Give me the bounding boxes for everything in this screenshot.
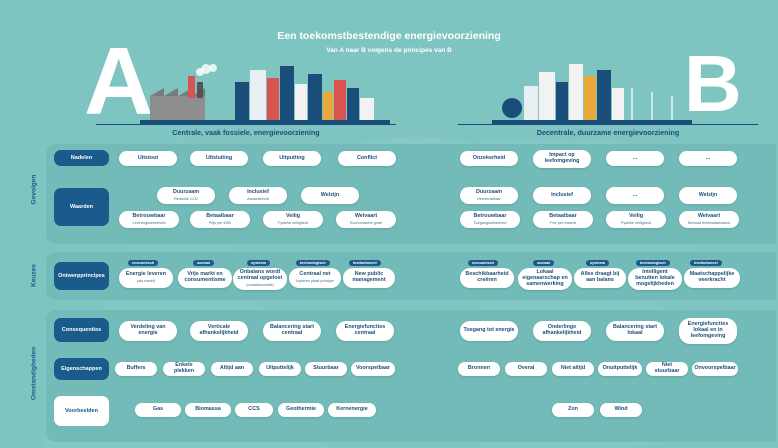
- letter-a: A: [84, 28, 154, 135]
- right-eigenschap: Onuitputtelijk: [598, 362, 642, 376]
- right-waarde: Welzijn: [679, 187, 737, 204]
- left-principe: New public management: [343, 268, 395, 288]
- right-waarde: Inclusief: [533, 187, 591, 204]
- right-consequentie: Onderlinge afhankelijkheid: [533, 321, 591, 341]
- right-consequentie: Energiefuncties lokaal en in leefomgevin…: [679, 318, 737, 344]
- right-heading: Decentrale, duurzame energievoorziening: [536, 128, 680, 137]
- left-voorbeeld: Biomassa: [185, 403, 231, 417]
- left-eigenschap: Enkele plekken: [163, 362, 205, 376]
- group-label-omstandigheden: Omstandigheden: [30, 346, 38, 401]
- tag-economisch: economisch: [128, 260, 159, 266]
- left-nadeel: Uitputting: [263, 151, 321, 166]
- tag-institutioneel: institutioneel: [349, 260, 381, 266]
- left-eigenschap: Voorspelbaar: [351, 362, 395, 376]
- right-nadeel: Onzekerheid: [460, 151, 518, 166]
- sustainable-city-illustration: [492, 64, 692, 124]
- right-eigenschap: Niet altijd: [552, 362, 594, 376]
- left-principe: Energie leveren(als markt): [119, 268, 173, 288]
- divider-right: [458, 124, 758, 125]
- right-consequentie: Toegang tot energie: [460, 321, 518, 341]
- tag-sociaal: sociaal: [193, 260, 214, 266]
- row-label-eigenschappen: Eigenschappen: [54, 358, 109, 380]
- left-consequentie: Verdeling van energie: [119, 321, 177, 341]
- right-eigenschap: Niet stuurbaar: [646, 362, 688, 376]
- left-eigenschap: Uitputtelijk: [259, 362, 301, 376]
- left-voorbeeld: Geothermie: [278, 403, 324, 417]
- page-title: Een toekomstbestendige energievoorzienin…: [277, 30, 501, 42]
- row-label-consequenties: Consequenties: [54, 318, 109, 342]
- tag-technologisch: technologisch: [636, 260, 670, 266]
- right-eigenschap: Overal: [505, 362, 547, 376]
- left-nadeel: Uitsluiting: [190, 151, 248, 166]
- right-principe: Maatschappelijke veerkracht: [684, 268, 740, 288]
- left-waarde: Welzijn: [301, 187, 359, 204]
- left-consequentie: Energiefuncties centraal: [336, 321, 394, 341]
- left-eigenschap: Stuurbaar: [305, 362, 347, 376]
- row-label-ontwerpprincipes: Ontwerpprincipes: [54, 262, 109, 290]
- right-principe: Intelligent benutten lokale mogelijkhede…: [628, 268, 682, 290]
- left-nadeel: Conflict: [338, 151, 396, 166]
- right-waarde: ...: [606, 187, 664, 204]
- right-eigenschap: Bronnen: [458, 362, 500, 376]
- tag-systeem: systeem: [586, 260, 610, 266]
- left-principe: Vrije markt en consumentisme: [178, 268, 232, 288]
- right-consequentie: Balancering start lokaal: [606, 321, 664, 341]
- right-principe: Beschikbaarheid creëren: [460, 268, 514, 288]
- left-voorbeeld: Gas: [135, 403, 181, 417]
- left-eigenschap: Altijd aan: [211, 362, 253, 376]
- right-nadeel: ...: [679, 151, 737, 166]
- right-voorbeeld: Zon: [552, 403, 594, 417]
- left-consequentie: Verticale afhankelijkheid: [190, 321, 248, 341]
- left-principe: Onbalans wordt centraal opgelost(onbalan…: [233, 268, 287, 290]
- tag-economisch: economisch: [468, 260, 499, 266]
- right-nadeel: Impact op leefomgeving: [533, 150, 591, 168]
- left-voorbeeld: Kernenergie: [328, 403, 376, 417]
- right-principe: Alles draagt bij aan balans: [574, 268, 626, 288]
- tag-institutioneel: institutioneel: [690, 260, 722, 266]
- group-label-keuzes: Keuzes: [30, 264, 38, 287]
- right-principe: Lokaal eigenaarschap en samenwerking: [518, 268, 572, 290]
- page-subtitle: Van A naar B volgens de principes van B: [326, 47, 452, 54]
- right-nadeel: ...: [606, 151, 664, 166]
- group-label-gevolgen: Gevolgen: [30, 174, 38, 205]
- right-voorbeeld: Wind: [600, 403, 642, 417]
- left-eigenschap: Buffers: [115, 362, 157, 376]
- left-consequentie: Balancering start centraal: [263, 321, 321, 341]
- right-eigenschap: Onvoorspelbaar: [692, 362, 738, 376]
- tag-technologisch: technologisch: [296, 260, 330, 266]
- left-voorbeeld: CCS: [235, 403, 273, 417]
- row-label-nadelen: Nadelen: [54, 150, 109, 166]
- tag-sociaal: sociaal: [533, 260, 554, 266]
- left-heading: Centrale, vaak fossiele, energievoorzien…: [172, 128, 320, 137]
- left-nadeel: Uitstoot: [119, 151, 177, 166]
- row-label-voorbeelden: Voorbeelden: [54, 396, 109, 426]
- divider-left: [96, 124, 396, 125]
- fossil-city-illustration: [140, 64, 390, 124]
- row-label-waarden: Waarden: [54, 188, 109, 226]
- tag-systeem: systeem: [247, 260, 271, 266]
- letter-b: B: [684, 39, 742, 128]
